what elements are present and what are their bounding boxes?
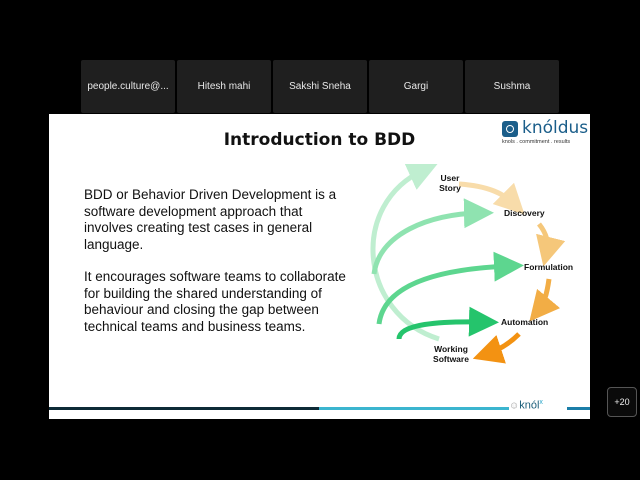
stage-formulation: Formulation	[524, 262, 574, 272]
logo-name: knóldus	[522, 118, 589, 138]
knoldus-logo-icon	[502, 121, 518, 137]
knolx-suffix: x	[539, 399, 543, 406]
participant-tile[interactable]: Gargi	[369, 60, 463, 113]
footer-bar-right	[567, 407, 590, 410]
participant-tile[interactable]: Hitesh mahi	[177, 60, 271, 113]
participant-name: people.culture@...	[87, 81, 169, 92]
participant-name: Sushma	[493, 81, 531, 92]
participant-name: Gargi	[403, 81, 429, 92]
knoldus-logo: knóldus knols . commitment . results	[500, 118, 588, 148]
stage-user-story: User Story	[439, 173, 461, 193]
footer-bar-accent	[319, 407, 509, 410]
slide-title: Introduction to BDD	[223, 130, 416, 150]
slide-paragraph: BDD or Behavior Driven Development is a …	[84, 187, 337, 252]
stage-working-software: Working Software	[433, 344, 469, 364]
bdd-cycle-diagram: User Story Discovery Formulation Automat…	[339, 162, 589, 374]
more-participants-button[interactable]: +20	[607, 387, 637, 417]
knolx-brand: knól	[519, 399, 540, 412]
shared-slide: Introduction to BDD knóldus knols . comm…	[49, 114, 590, 419]
logo-tagline: knols . commitment . results	[502, 139, 571, 145]
participant-tile[interactable]: Sakshi Sneha	[273, 60, 367, 113]
footer-bar	[49, 407, 319, 410]
participant-name: Hitesh mahi	[197, 81, 251, 92]
stage-automation: Automation	[501, 317, 549, 327]
participant-name: Sakshi Sneha	[289, 81, 351, 92]
participant-tile[interactable]: people.culture@...	[81, 60, 175, 113]
head-bulb-icon: ☺	[509, 400, 520, 412]
stage-discovery: Discovery	[504, 208, 545, 218]
participant-tile[interactable]: Sushma	[465, 60, 559, 113]
slide-paragraph: It encourages software teams to collabor…	[84, 269, 346, 334]
more-participants-count: +20	[614, 397, 630, 407]
bdd-cycle-arrows-icon	[370, 162, 566, 364]
knolx-logo: ☺knólx	[509, 399, 567, 415]
